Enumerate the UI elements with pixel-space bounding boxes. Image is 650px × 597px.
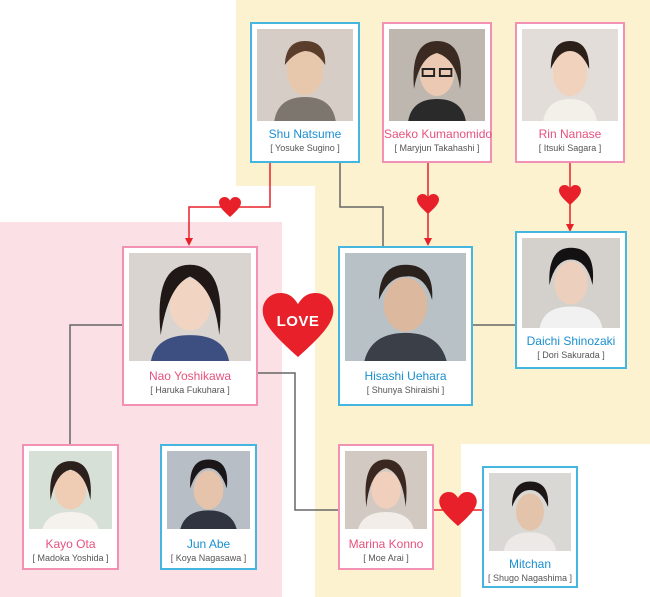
love-heart-icon: LOVE [262,293,334,357]
portrait-image [257,29,353,121]
arrow-heads [185,224,574,246]
character-card-daichi: Daichi Shinozaki [ Dori Sakurada ] [515,231,627,369]
actor-name: [ Madoka Yoshida ] [32,553,109,563]
character-name: Hisashi Uehara [364,369,447,383]
character-card-rin: Rin Nanase [ Itsuki Sagara ] [515,22,625,163]
actor-name: [ Shunya Shiraishi ] [366,385,445,395]
character-name: Rin Nanase [538,127,602,141]
actor-name: [ Yosuke Sugino ] [270,143,340,153]
white-panel-lower [282,186,315,597]
actor-name: [ Itsuki Sagara ] [538,143,602,153]
connector-lines [69,162,518,511]
character-name: Shu Natsume [268,127,342,141]
portrait-image [129,253,251,361]
heart-icon [559,185,581,205]
actor-name: [ Koya Nagasawa ] [170,553,247,563]
character-card-marina: Marina Konno [ Moe Arai ] [338,444,434,570]
white-panel [0,186,315,222]
portrait-image [522,238,620,328]
actor-name: [ Dori Sakurada ] [537,350,605,360]
character-name: Nao Yoshikawa [148,369,232,383]
character-name: Daichi Shinozaki [526,334,616,348]
character-card-kayo: Kayo Ota [ Madoka Yoshida ] [22,444,119,570]
character-card-saeko: Saeko Kumanomido [ Maryjun Takahashi ] [382,22,492,163]
character-card-jun: Jun Abe [ Koya Nagasawa ] [160,444,257,570]
character-name: Saeko Kumanomido [384,127,493,141]
character-name: Jun Abe [186,537,231,551]
portrait-image [522,29,618,121]
character-card-shu: Shu Natsume [ Yosuke Sugino ] [250,22,360,163]
character-name: Mitchan [508,557,552,571]
portrait-image [345,253,466,361]
portrait-image [489,473,571,551]
heart-icon [417,194,439,214]
portrait-image [345,451,427,529]
actor-name: [ Shugo Nagashima ] [487,573,573,583]
actor-name: [ Haruka Fukuhara ] [150,385,230,395]
portrait-image [389,29,485,121]
portrait-image [167,451,250,529]
actor-name: [ Moe Arai ] [363,553,409,563]
portrait-image [29,451,112,529]
actor-name: [ Maryjun Takahashi ] [394,143,480,153]
character-name: Marina Konno [348,537,424,551]
character-name: Kayo Ota [45,537,96,551]
character-card-mitchan: Mitchan [ Shugo Nagashima ] [482,466,578,588]
heart-icon [439,492,477,526]
character-card-nao: Nao Yoshikawa [ Haruka Fukuhara ] [122,246,258,406]
heart-icon [219,197,241,217]
character-card-hisashi: Hisashi Uehara [ Shunya Shiraishi ] [338,246,473,406]
love-label: LOVE [276,313,320,330]
